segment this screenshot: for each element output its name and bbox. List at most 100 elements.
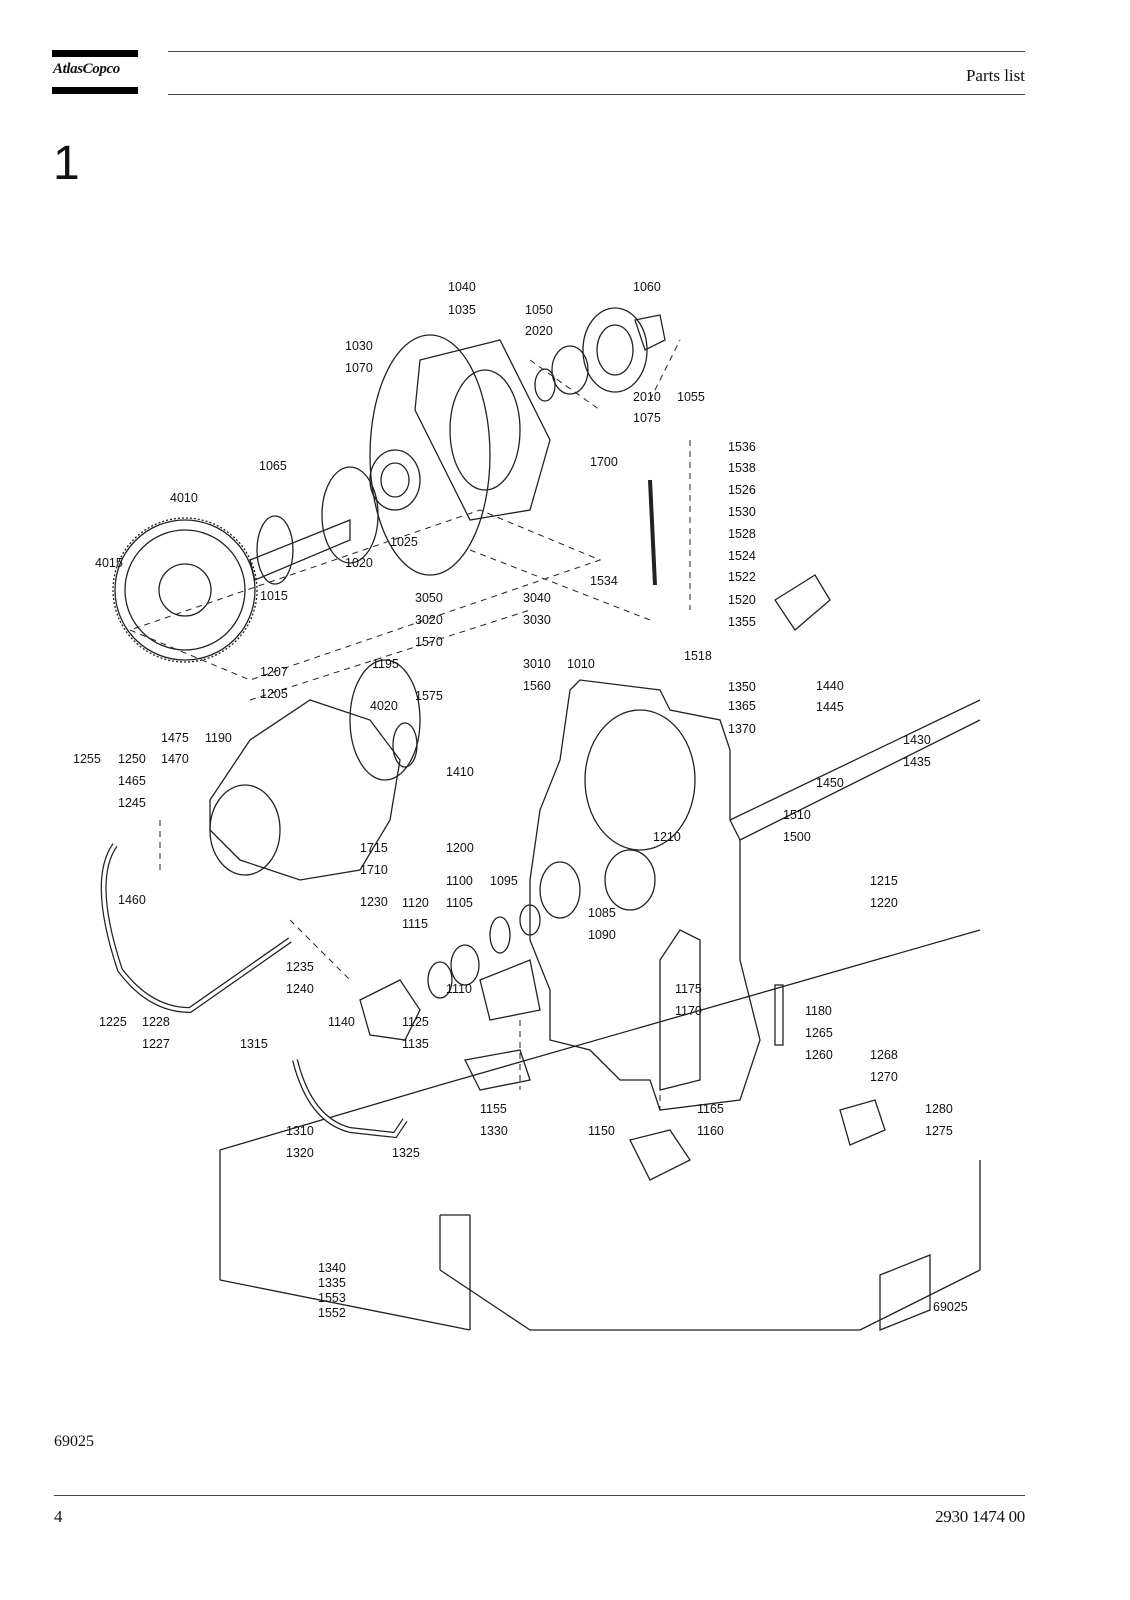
callout-label: 1120 bbox=[402, 896, 429, 910]
callout-labels: 1040 1035 1060 1050 2020 1030 1070 1055 … bbox=[73, 280, 968, 1320]
document-number: 2930 1474 00 bbox=[935, 1507, 1025, 1526]
callout-label: 1055 bbox=[677, 390, 705, 404]
callout-label: 1180 bbox=[805, 1004, 832, 1018]
callout-label: 1335 bbox=[318, 1276, 346, 1290]
cover-center bbox=[449, 369, 521, 491]
callout-label: 1090 bbox=[588, 928, 616, 942]
callout-label: 1065 bbox=[259, 459, 287, 473]
housing-bore-large bbox=[584, 709, 696, 851]
callout-label: 1220 bbox=[870, 896, 898, 910]
callout-label: 1150 bbox=[588, 1124, 615, 1138]
callout-label: 1475 bbox=[161, 731, 189, 745]
header-rule-top bbox=[168, 51, 1025, 52]
callout-label: 1250 bbox=[118, 752, 146, 766]
housing-foot-left bbox=[479, 959, 541, 1021]
drain-valve bbox=[839, 1099, 886, 1146]
callout-label: 1010 bbox=[567, 657, 595, 671]
page-number: 4 bbox=[54, 1507, 63, 1526]
callout-label: 1260 bbox=[805, 1048, 833, 1062]
callout-label: 1215 bbox=[870, 874, 898, 888]
callout-label: 1518 bbox=[684, 649, 712, 663]
callout-label: 1227 bbox=[142, 1037, 170, 1051]
breather-pipe bbox=[648, 479, 657, 586]
pump-bearing bbox=[539, 861, 581, 919]
callout-label: 1570 bbox=[415, 635, 443, 649]
housing-bore-small bbox=[604, 849, 656, 911]
level-gauge bbox=[774, 984, 784, 1046]
callout-label: 3030 bbox=[523, 613, 551, 627]
pump-gear bbox=[489, 916, 511, 954]
logo-wordmark: AtlasCopco bbox=[53, 61, 120, 77]
callout-label: 3050 bbox=[415, 591, 443, 605]
oring-small bbox=[551, 345, 589, 395]
callout-label: 2020 bbox=[525, 324, 553, 338]
callout-label: 1350 bbox=[728, 680, 756, 694]
seal-small bbox=[534, 368, 556, 402]
callout-label: 1710 bbox=[360, 863, 388, 877]
callout-label: 1526 bbox=[728, 483, 756, 497]
callout-label: 1534 bbox=[590, 574, 618, 588]
callout-label: 1325 bbox=[392, 1146, 420, 1160]
compressor-gasket bbox=[349, 659, 421, 781]
callout-label: 1225 bbox=[99, 1015, 127, 1029]
callout-label: 1450 bbox=[816, 776, 844, 790]
base-frame-edge bbox=[439, 1214, 470, 1270]
callout-label: 1365 bbox=[728, 699, 756, 713]
callout-label: 1265 bbox=[805, 1026, 833, 1040]
callout-label: 1510 bbox=[783, 808, 811, 822]
seal-ring-large-inner bbox=[596, 324, 634, 376]
callout-label: 1552 bbox=[318, 1306, 346, 1320]
housing-cover bbox=[414, 339, 551, 521]
drawing-number: 69025 bbox=[933, 1300, 968, 1314]
callout-label: 1070 bbox=[345, 361, 373, 375]
callout-label: 1500 bbox=[783, 830, 811, 844]
callout-label: 3010 bbox=[523, 657, 551, 671]
callout-label: 1330 bbox=[480, 1124, 508, 1138]
callout-label: 1235 bbox=[286, 960, 314, 974]
callout-label: 1255 bbox=[73, 752, 101, 766]
atlas-copco-logo: AtlasCopco bbox=[52, 50, 138, 94]
compressor-element bbox=[209, 699, 401, 881]
callout-label: 1195 bbox=[372, 657, 399, 671]
logo-top-bar bbox=[52, 50, 138, 57]
callout-label: 1200 bbox=[446, 841, 474, 855]
hub-shaft bbox=[249, 519, 351, 581]
callout-label: 1575 bbox=[415, 689, 443, 703]
pump-seal bbox=[450, 944, 480, 986]
callout-label: 1270 bbox=[870, 1070, 898, 1084]
callout-label: 1430 bbox=[903, 733, 931, 747]
section-number: 1 bbox=[53, 137, 80, 190]
compressor-gear bbox=[392, 722, 418, 768]
pump-body bbox=[359, 979, 421, 1041]
callout-label: 2010 bbox=[633, 390, 661, 404]
callout-label: 1445 bbox=[816, 700, 844, 714]
base-frame bbox=[219, 929, 981, 1331]
callout-label: 1440 bbox=[816, 679, 844, 693]
callout-label: 4020 bbox=[370, 699, 398, 713]
pump-oring bbox=[427, 961, 453, 999]
logo-bottom-bar bbox=[52, 87, 138, 94]
callout-label: 1160 bbox=[697, 1124, 724, 1138]
cover-gasket bbox=[369, 334, 491, 576]
callout-label: 4015 bbox=[95, 556, 123, 570]
side-rail bbox=[729, 699, 981, 841]
retainer-plate bbox=[634, 314, 666, 351]
mount-right bbox=[629, 1129, 691, 1181]
callout-label: 1210 bbox=[653, 830, 681, 844]
callout-label: 1060 bbox=[633, 280, 661, 294]
callout-label: 1240 bbox=[286, 982, 314, 996]
callout-label: 1190 bbox=[205, 731, 232, 745]
callout-label: 1370 bbox=[728, 722, 756, 736]
callout-label: 1280 bbox=[925, 1102, 953, 1116]
callout-label: 1410 bbox=[446, 765, 474, 779]
callout-label: 4010 bbox=[170, 491, 198, 505]
callout-label: 1522 bbox=[728, 570, 756, 584]
callout-label: 1245 bbox=[118, 796, 146, 810]
callout-label: 1075 bbox=[633, 411, 661, 425]
mount-center bbox=[464, 1049, 531, 1091]
hub-flange bbox=[256, 515, 294, 585]
header-rule-bottom bbox=[168, 94, 1025, 95]
compressor-front bbox=[209, 784, 281, 876]
callout-label: 1320 bbox=[286, 1146, 314, 1160]
base-opening bbox=[879, 1254, 931, 1331]
